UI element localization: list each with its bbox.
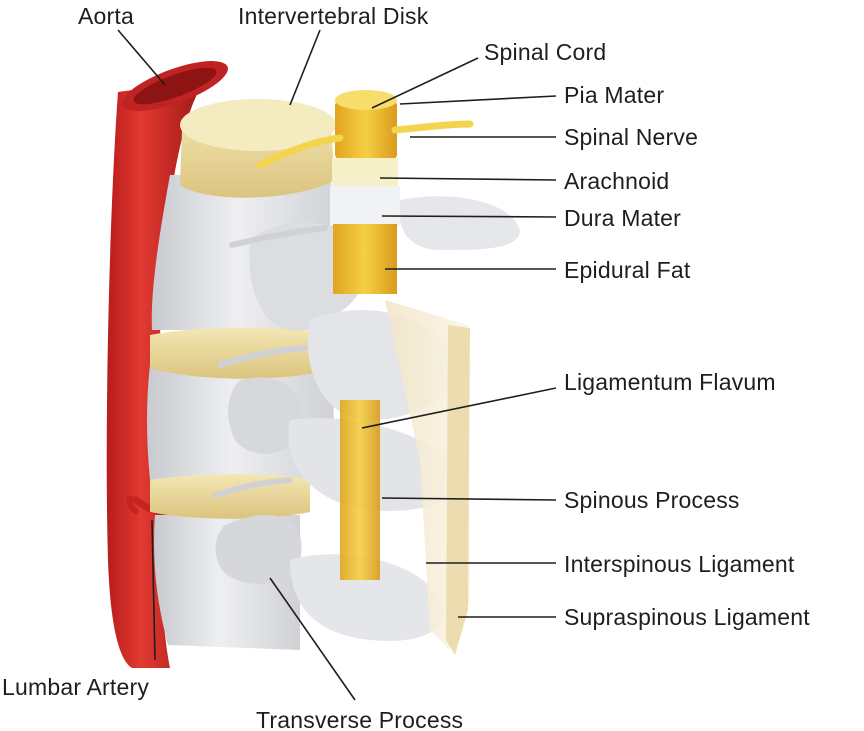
label-spinous-process: Spinous Process: [564, 487, 740, 513]
label-epidural-fat: Epidural Fat: [564, 257, 691, 283]
label-arachnoid: Arachnoid: [564, 168, 670, 194]
spinal-nerves: [213, 120, 474, 498]
label-interspinous-ligament: Interspinous Ligament: [564, 551, 795, 577]
label-spinal-cord: Spinal Cord: [484, 39, 607, 65]
label-ligamentum-flavum: Ligamentum Flavum: [564, 369, 776, 395]
label-aorta: Aorta: [78, 3, 134, 29]
label-transverse-process: Transverse Process: [256, 707, 464, 731]
leader-lines: [117, 29, 557, 701]
label-pia-mater: Pia Mater: [564, 82, 665, 108]
label-supraspinous-ligament: Supraspinous Ligament: [564, 604, 810, 630]
spinal-cord-column: [330, 90, 400, 580]
label-lumbar-artery: Lumbar Artery: [2, 674, 150, 700]
intervertebral-disks: [150, 99, 336, 519]
label-dura-mater: Dura Mater: [564, 205, 682, 231]
label-intervertebral-disk: Intervertebral Disk: [238, 3, 429, 29]
label-spinal-nerve: Spinal Nerve: [564, 124, 699, 150]
